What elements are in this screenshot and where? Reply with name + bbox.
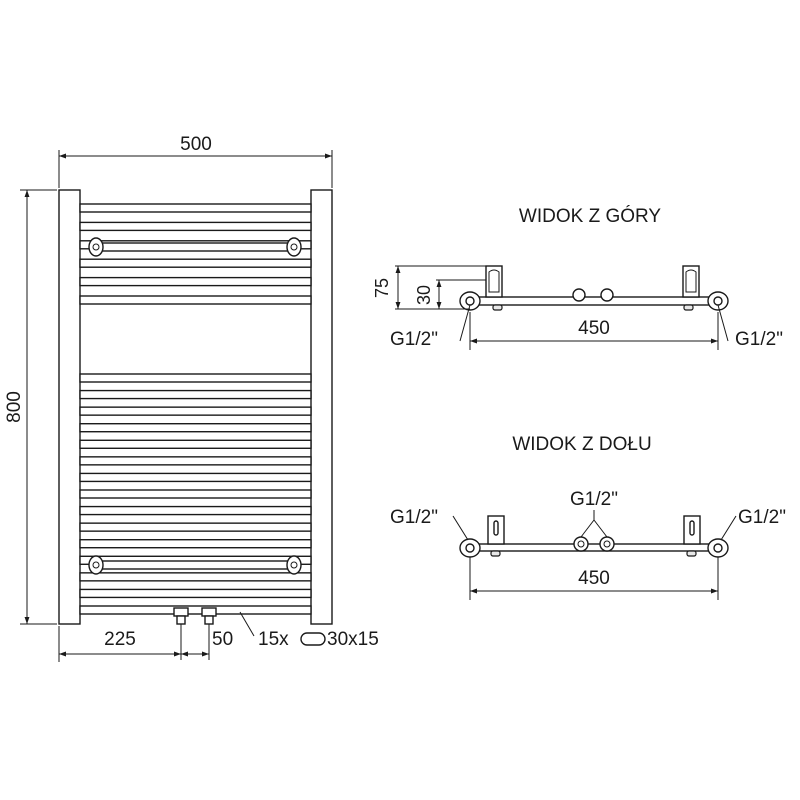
lower-rail-14 (79, 588, 312, 599)
top-depth-inner-label: 30 (414, 285, 434, 305)
lower-rail-2 (79, 389, 312, 400)
upper-rail-4 (79, 258, 312, 268)
bottom-view: WIDOK Z DOŁU G1/2" G1/2" G1/2" (390, 434, 786, 600)
bottom-dimensions: 225 50 15x 30x15 (58, 611, 379, 662)
lower-rail-3 (79, 406, 312, 416)
bottom-pipes (173, 607, 217, 660)
right-column (310, 189, 333, 625)
bottom-right-connection-label: G1/2" (738, 507, 786, 528)
height-dimension: 800 (4, 189, 57, 625)
pipe-spacing-label: 50 (212, 629, 233, 650)
lower-rail-15 (79, 605, 312, 615)
lower-rail-13 (79, 572, 312, 582)
bottom-spacing-label: 450 (578, 568, 610, 589)
top-view-title: WIDOK Z GÓRY (519, 205, 661, 227)
left-offset-label: 225 (104, 629, 136, 650)
height-label: 800 (4, 391, 25, 423)
lower-rail-1 (79, 373, 312, 383)
lower-rail-7 (79, 472, 312, 483)
lower-rail-5 (79, 439, 312, 449)
left-column (58, 189, 81, 625)
top-left-connection-label: G1/2" (390, 329, 438, 350)
bottom-view-title: WIDOK Z DOŁU (512, 434, 651, 455)
pipe-spec-prefix: 15x (258, 629, 289, 650)
top-depth-outer-label: 75 (372, 278, 392, 298)
upper-rail-5 (79, 276, 312, 287)
rails-group (79, 203, 312, 615)
towel-bar-top (88, 237, 302, 257)
lower-rail-10 (79, 522, 312, 532)
bottom-center-connection-label: G1/2" (570, 489, 618, 510)
top-view: WIDOK Z GÓRY 75 30 450 G1/2" (372, 205, 783, 350)
upper-rail-2 (79, 221, 312, 232)
top-right-connection-label: G1/2" (735, 329, 783, 350)
upper-rail-6 (79, 295, 312, 305)
pipe-spec-suffix: 30x15 (327, 629, 379, 650)
top-spacing-label: 450 (578, 318, 610, 339)
bottom-left-connection-label: G1/2" (390, 507, 438, 528)
upper-rail-1 (79, 203, 312, 213)
oval-profile-icon (300, 632, 326, 646)
front-view: 500 800 225 50 15x 30x15 (4, 134, 379, 662)
width-label: 500 (180, 134, 212, 155)
lower-rail-9 (79, 505, 312, 516)
width-dimension: 500 (58, 134, 333, 188)
lower-rail-4 (79, 423, 312, 433)
lower-rail-11 (79, 539, 312, 549)
lower-rail-8 (79, 489, 312, 499)
towel-bar-bottom (88, 555, 302, 575)
lower-rail-6 (79, 456, 312, 466)
